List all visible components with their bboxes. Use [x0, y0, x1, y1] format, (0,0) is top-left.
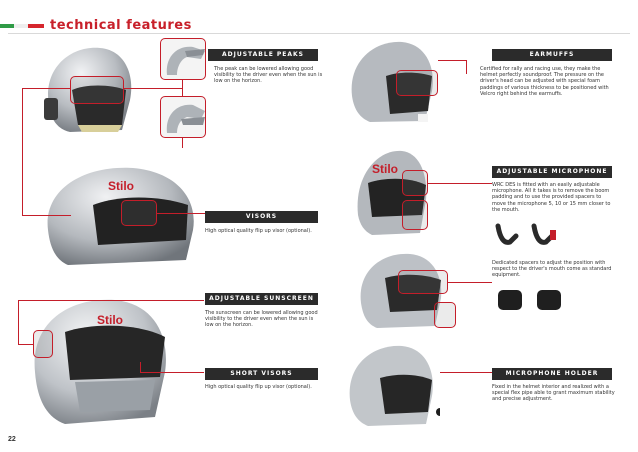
helmet-earmuffs-image	[351, 41, 433, 122]
connector-microphone-holder	[440, 372, 492, 373]
text-earmuffs: Certified for rally and racing use, they…	[480, 66, 609, 97]
helmet-open-face-image	[44, 47, 132, 132]
connector-sunscreen-end	[18, 344, 33, 345]
label-visors: VISORS	[205, 211, 318, 223]
callout-microphone-boom	[402, 200, 428, 230]
text-adjustable-microphone: WRC DES is fitted with an easily adjusta…	[492, 182, 611, 213]
callout-spacers	[398, 270, 448, 294]
connector-microphone	[428, 183, 492, 184]
label-short-visors: SHORT VISORS	[205, 368, 318, 380]
connector-visor	[157, 213, 205, 214]
header-divider	[8, 33, 630, 34]
flag-white	[14, 24, 28, 28]
callout-open-face	[70, 76, 124, 104]
callout-visor	[121, 200, 157, 226]
connector-sunscreen	[18, 300, 204, 301]
callout-spacers-chin	[434, 302, 456, 328]
connector-earmuffs	[438, 60, 466, 61]
page-number: 22	[8, 436, 16, 443]
helmet-microphone-image: Stilo	[357, 150, 427, 235]
text-adjustable-peaks: The peak can be lowered allowing good vi…	[214, 66, 323, 85]
flag-red	[28, 24, 44, 28]
connector-short-visor-h	[140, 372, 204, 373]
callout-sunscreen	[33, 330, 53, 358]
label-adjustable-microphone: ADJUSTABLE MICROPHONE	[492, 166, 612, 178]
label-microphone-holder: MICROPHONE HOLDER	[492, 368, 612, 380]
label-earmuffs: EARMUFFS	[492, 49, 612, 61]
flag-green	[0, 24, 14, 28]
connector-earmuffs-v	[466, 60, 467, 74]
connector-short-visor	[140, 362, 141, 372]
peak-raised-thumbnail	[160, 38, 206, 80]
callout-earmuffs	[396, 70, 438, 96]
text-microphone-holder: Fixed in the helmet interior and realize…	[492, 384, 615, 403]
label-adjustable-sunscreen: ADJUSTABLE SUNSCREEN	[205, 293, 318, 305]
helmet-sunscreen-image: Stilo	[34, 299, 166, 424]
connector-open-face-peak	[124, 88, 182, 89]
connector-sunscreen-vertical	[18, 300, 19, 344]
connector-open-face	[22, 88, 71, 216]
text-visors: High optical quality flip up visor (opti…	[205, 228, 312, 234]
brand-logo-sunscreen-helmet: Stilo	[97, 313, 123, 327]
spacer-thumbnail-2	[537, 290, 561, 310]
brand-logo-visor-helmet: Stilo	[108, 179, 134, 193]
helmet-visor-image: Stilo	[47, 167, 194, 265]
microphone-boom-spacer-thumbnail	[531, 223, 556, 245]
helmet-microphone-holder-image	[349, 345, 440, 426]
text-short-visors: High optical quality flip up visor (opti…	[205, 384, 312, 390]
text-adjustable-sunscreen: The sunscreen can be lowered allowing go…	[205, 310, 318, 329]
connector-spacers	[448, 282, 492, 283]
page-title: technical features	[50, 18, 192, 33]
spacer-thumbnail-1	[498, 290, 522, 310]
callout-microphone	[402, 170, 428, 196]
text-spacers: Dedicated spacers to adjust the position…	[492, 260, 612, 279]
brand-logo-microphone-helmet: Stilo	[372, 162, 398, 176]
peak-lowered-thumbnail	[160, 96, 206, 138]
label-adjustable-peaks: ADJUSTABLE PEAKS	[208, 49, 318, 61]
microphone-boom-thumbnail	[495, 223, 519, 245]
